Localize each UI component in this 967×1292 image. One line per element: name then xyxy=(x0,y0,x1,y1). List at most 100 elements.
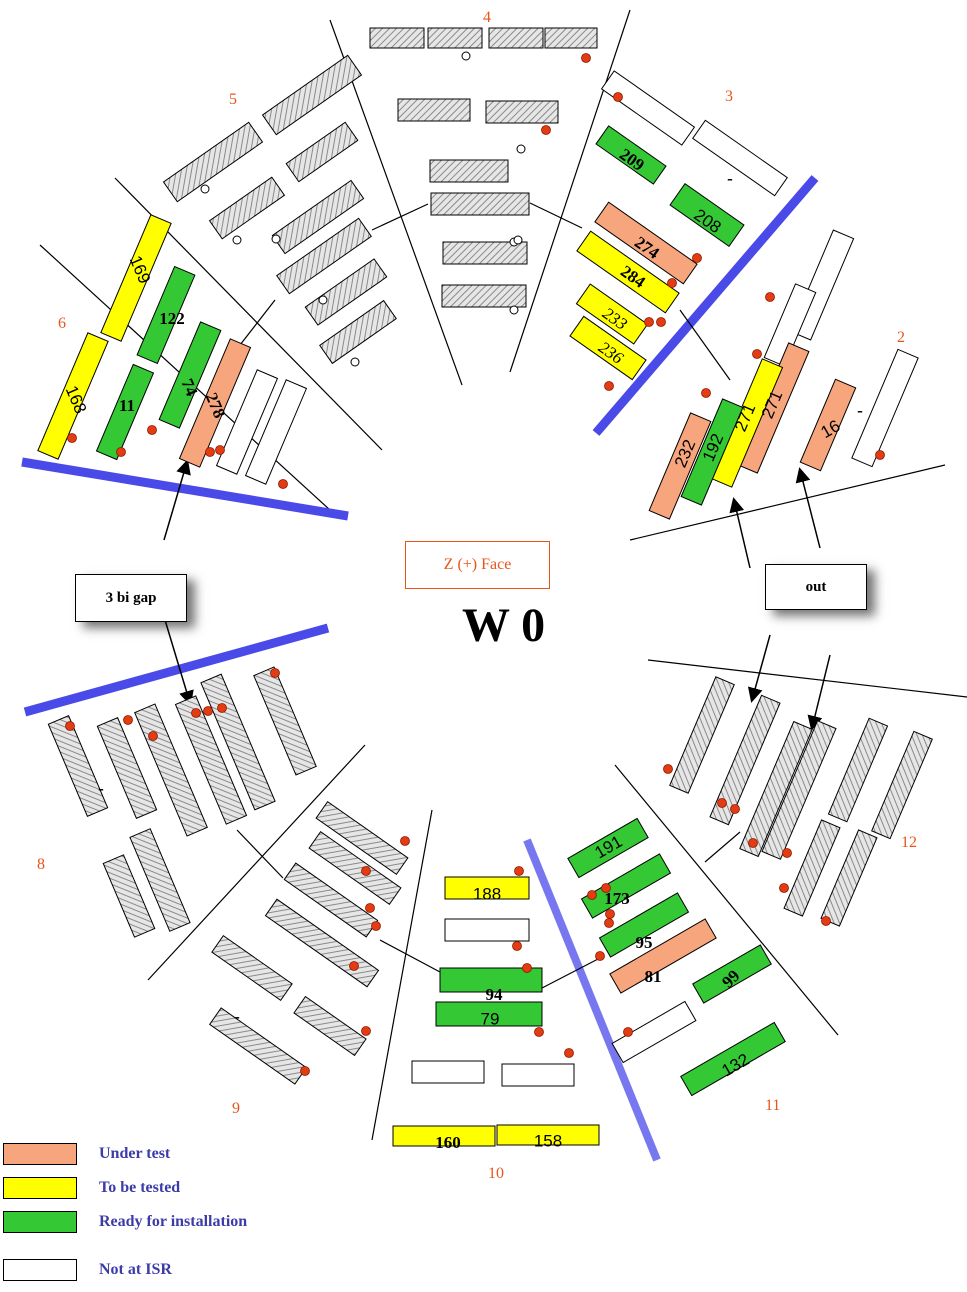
chamber-box xyxy=(304,258,388,326)
chamber-box xyxy=(444,918,530,942)
chamber-box xyxy=(397,98,471,122)
chamber-box xyxy=(102,854,156,938)
status-dot xyxy=(300,1066,310,1076)
chamber-label: 188 xyxy=(473,884,501,903)
legend-item-ready: Ready for installation xyxy=(3,1211,247,1233)
status-dot xyxy=(752,349,762,359)
chamber-box xyxy=(261,54,363,136)
status-dot-empty xyxy=(232,235,242,245)
status-dot xyxy=(400,836,410,846)
status-dot xyxy=(601,883,611,893)
chamber-label: 74 xyxy=(177,376,201,400)
chamber-label: 158 xyxy=(534,1131,562,1150)
status-dot xyxy=(613,92,623,102)
chamber-box xyxy=(411,1060,485,1084)
status-dot xyxy=(663,764,673,774)
chamber-box xyxy=(162,121,264,203)
status-dot xyxy=(564,1048,574,1058)
status-dot-empty xyxy=(318,295,328,305)
chamber-box xyxy=(158,321,222,429)
status-dot xyxy=(782,848,792,858)
chamber-box xyxy=(444,876,530,900)
blue-separator-bars xyxy=(21,175,819,1162)
status-dot xyxy=(701,388,711,398)
chamber-box xyxy=(598,892,690,958)
chamber-box xyxy=(215,369,279,475)
status-dot xyxy=(748,838,758,848)
sector-numbers: 2 3 4 5 6 8 9 10 11 12 xyxy=(37,9,917,1182)
status-dot xyxy=(116,447,126,457)
chamber-box xyxy=(763,283,817,367)
chamber-box xyxy=(871,730,933,840)
chamber-box xyxy=(178,338,252,468)
status-dot xyxy=(604,381,614,391)
sector-number: 12 xyxy=(901,834,917,851)
status-dot xyxy=(692,253,702,263)
callout-out: out xyxy=(765,564,867,610)
chamber-label: 79 xyxy=(481,1009,500,1028)
chamber-box xyxy=(315,801,409,875)
chamber-box xyxy=(96,717,158,819)
chamber-box xyxy=(669,183,745,247)
chamber-box xyxy=(211,935,293,1001)
status-dot xyxy=(875,450,885,460)
status-dot xyxy=(205,447,215,457)
chamber-box xyxy=(439,967,543,993)
sector-number: 6 xyxy=(58,315,66,332)
legend-swatch xyxy=(3,1211,77,1233)
legend-swatch xyxy=(3,1143,77,1165)
chamber-box xyxy=(488,27,544,49)
status-dot xyxy=(522,963,532,973)
chamber-label: 81 xyxy=(645,967,662,986)
status-dot xyxy=(595,951,605,961)
chamber-box xyxy=(739,720,813,858)
chamber-box xyxy=(496,1124,600,1146)
chamber-box xyxy=(485,100,559,124)
status-dot xyxy=(278,479,288,489)
chamber-box xyxy=(575,283,649,345)
status-dot xyxy=(605,909,615,919)
status-dot xyxy=(270,668,280,678)
status-dot xyxy=(581,53,591,63)
legend-swatch xyxy=(3,1259,77,1281)
status-dot xyxy=(541,125,551,135)
chamber-box xyxy=(692,944,772,1004)
chamber-label: 160 xyxy=(435,1133,461,1152)
legend-item-to-be-tested: To be tested xyxy=(3,1177,180,1199)
status-dot xyxy=(365,903,375,913)
status-dot xyxy=(371,921,381,931)
status-dot xyxy=(67,433,77,443)
chamber-box xyxy=(285,121,359,183)
status-dot-empty xyxy=(516,144,526,154)
chamber-box xyxy=(576,230,680,314)
status-dots xyxy=(65,51,885,1076)
chamber-box xyxy=(100,214,172,342)
chamber-box xyxy=(37,332,109,460)
chamber-box xyxy=(595,125,667,185)
chamber-box xyxy=(208,1007,308,1085)
chamber-label: 11 xyxy=(119,396,135,415)
chambers xyxy=(37,27,933,1147)
chamber-box xyxy=(827,717,889,823)
status-dot-empty xyxy=(271,234,281,244)
sector-number: 4 xyxy=(483,9,491,26)
status-dot-empty xyxy=(350,357,360,367)
status-dot xyxy=(717,798,727,808)
status-dot xyxy=(821,916,831,926)
chamber-box xyxy=(600,70,696,146)
chamber-box xyxy=(544,27,598,49)
status-dot xyxy=(514,866,524,876)
chamber-box xyxy=(692,119,788,197)
chamber-box xyxy=(427,27,483,49)
status-dot xyxy=(203,706,213,716)
chamber-box xyxy=(709,694,781,826)
chamber-box xyxy=(594,201,698,285)
chamber-label: 95 xyxy=(636,933,653,952)
status-dot-empty xyxy=(513,235,523,245)
chamber-box xyxy=(276,217,372,295)
legend-label: Under test xyxy=(99,1145,171,1162)
status-dot xyxy=(656,317,666,327)
status-dot xyxy=(349,961,359,971)
chamber-box xyxy=(271,179,365,255)
legend-item-under-test: Under test xyxy=(3,1143,170,1165)
